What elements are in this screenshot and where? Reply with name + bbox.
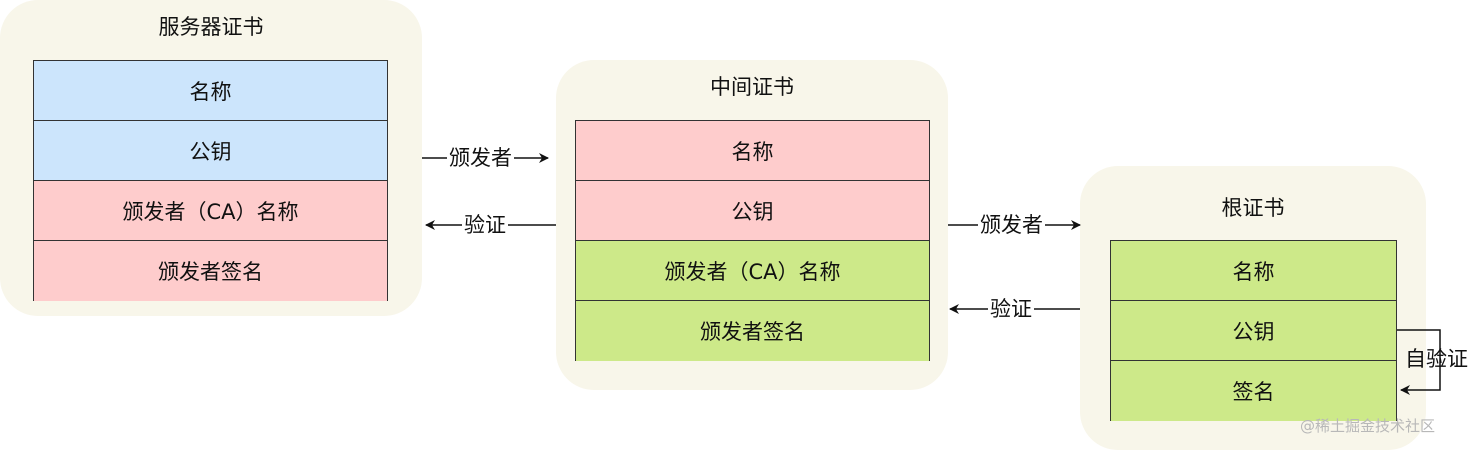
watermark: @稀土掘金技术社区 (1300, 417, 1436, 435)
server-cert-title: 服务器证书 (158, 15, 264, 39)
intermediate-cert-name-field: 名称 (576, 121, 929, 181)
server-cert-box: 名称 公钥 颁发者（CA）名称 颁发者签名 (33, 60, 388, 301)
server-cert-issuer-name-field: 颁发者（CA）名称 (34, 181, 387, 241)
root-cert-signature-field: 签名 (1111, 361, 1396, 421)
verify-label-1: 验证 (462, 212, 508, 238)
self-verify-loop (1397, 329, 1441, 395)
intermediate-cert-pubkey-field: 公钥 (576, 181, 929, 241)
intermediate-cert-issuer-name-field: 颁发者（CA）名称 (576, 241, 929, 301)
self-verify-label: 自验证 (1405, 347, 1468, 371)
verify-label-2: 验证 (988, 296, 1034, 322)
root-cert-box: 名称 公钥 签名 (1110, 240, 1397, 421)
server-cert-name-field: 名称 (34, 61, 387, 121)
root-cert-title: 根证书 (1221, 196, 1285, 220)
intermediate-cert-box: 名称 公钥 颁发者（CA）名称 颁发者签名 (575, 120, 930, 361)
server-cert-issuer-signature-field: 颁发者签名 (34, 241, 387, 301)
intermediate-cert-title: 中间证书 (710, 75, 794, 99)
root-cert-pubkey-field: 公钥 (1111, 301, 1396, 361)
server-cert-pubkey-field: 公钥 (34, 121, 387, 181)
root-cert-name-field: 名称 (1111, 241, 1396, 301)
issuer-label-2: 颁发者 (978, 212, 1045, 238)
issuer-label-1: 颁发者 (447, 145, 514, 171)
intermediate-cert-issuer-signature-field: 颁发者签名 (576, 301, 929, 361)
